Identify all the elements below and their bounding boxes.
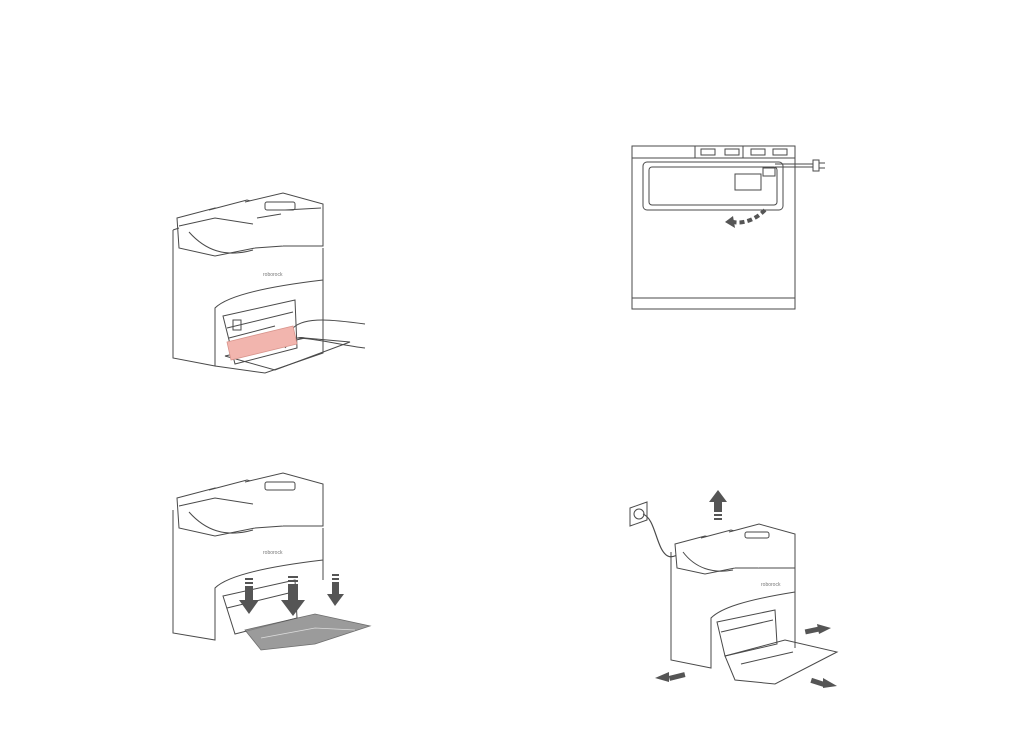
dock-ramp-illustration: roborock [165,468,375,658]
figure-dock-ramp-install: roborock [165,468,375,658]
figure-dock-placement: roborock [625,488,845,698]
brand-logo-text: roborock [761,582,781,588]
dock-illustration: roborock [165,188,370,383]
ramp-pieces [245,614,370,650]
clearance-arrows [655,624,837,688]
arrow-icon [655,672,685,682]
wall-socket-icon [630,502,647,526]
tray-highlight [227,326,297,360]
dock-placement-illustration: roborock [625,488,845,698]
brand-logo-text: roborock [263,550,283,556]
down-arrows [239,574,344,616]
down-arrow-icon [327,574,344,606]
up-arrow-icon [709,490,727,520]
dock-rear-illustration [625,140,835,320]
figure-dock-tray-cleaning: roborock [165,188,370,383]
figure-dock-rear-cable [625,140,835,320]
arrow-icon [810,678,837,688]
down-arrow-icon [239,578,259,614]
brand-logo-text: roborock [263,272,283,278]
arrow-icon [805,624,831,634]
